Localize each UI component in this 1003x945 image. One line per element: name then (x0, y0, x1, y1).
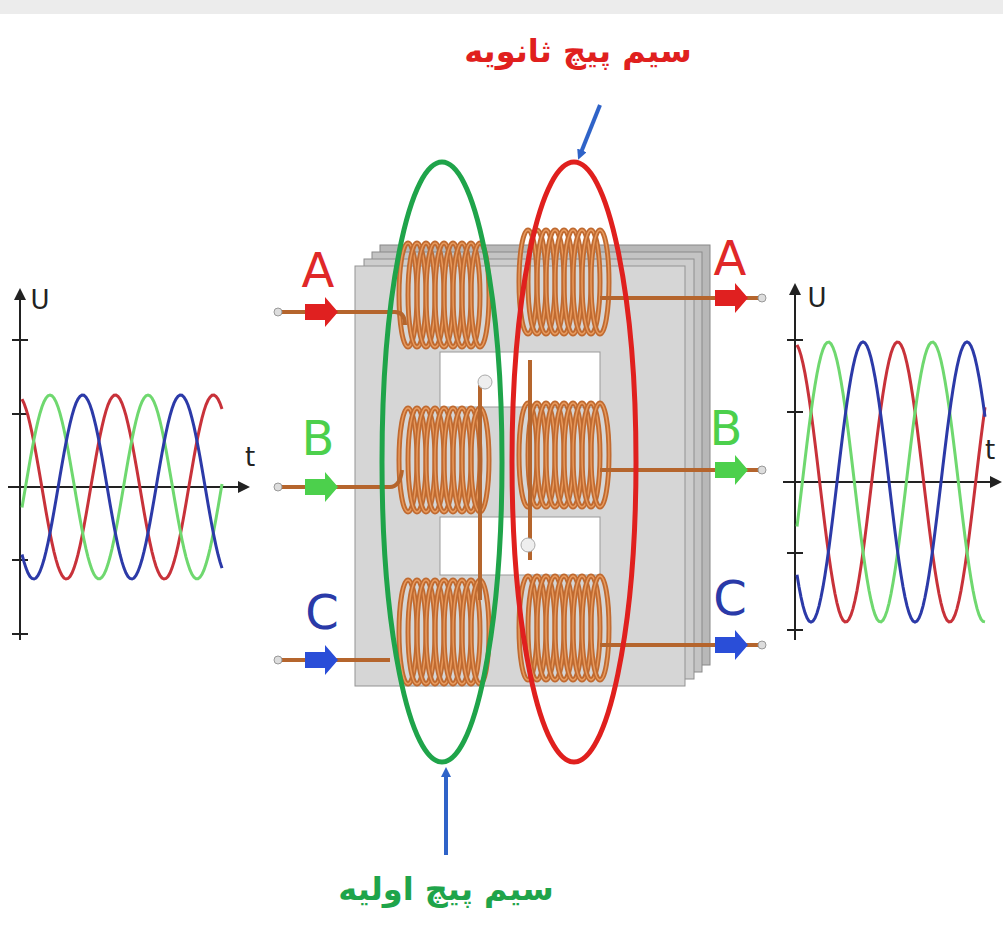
coil (399, 243, 489, 347)
phase-label: C (305, 586, 339, 639)
axis-label: t (985, 436, 995, 465)
coil (519, 576, 609, 680)
winding-label: سیم پیچ ثانویه (464, 34, 692, 69)
output-graph-axes (783, 285, 1000, 640)
phase-label: A (302, 244, 335, 297)
phase-label: B (710, 402, 743, 455)
sine-waves (22, 342, 985, 622)
coil (399, 408, 489, 512)
axis-label: U (30, 286, 49, 315)
coil (519, 403, 609, 507)
phase-label: B (302, 412, 335, 465)
leader-arrow (580, 105, 600, 155)
top-band (0, 0, 1003, 14)
secondary-ellipse (512, 162, 636, 762)
axis-label: t (245, 443, 255, 472)
phase-label: A (714, 232, 747, 285)
winding-label: سیم پیچ اولیه (338, 872, 553, 907)
phase-label: C (713, 572, 747, 625)
coil (399, 580, 489, 684)
leader-arrow (444, 772, 448, 855)
input-graph-axes (8, 290, 248, 640)
primary-ellipse (382, 162, 502, 762)
axis-label: U (807, 284, 826, 313)
